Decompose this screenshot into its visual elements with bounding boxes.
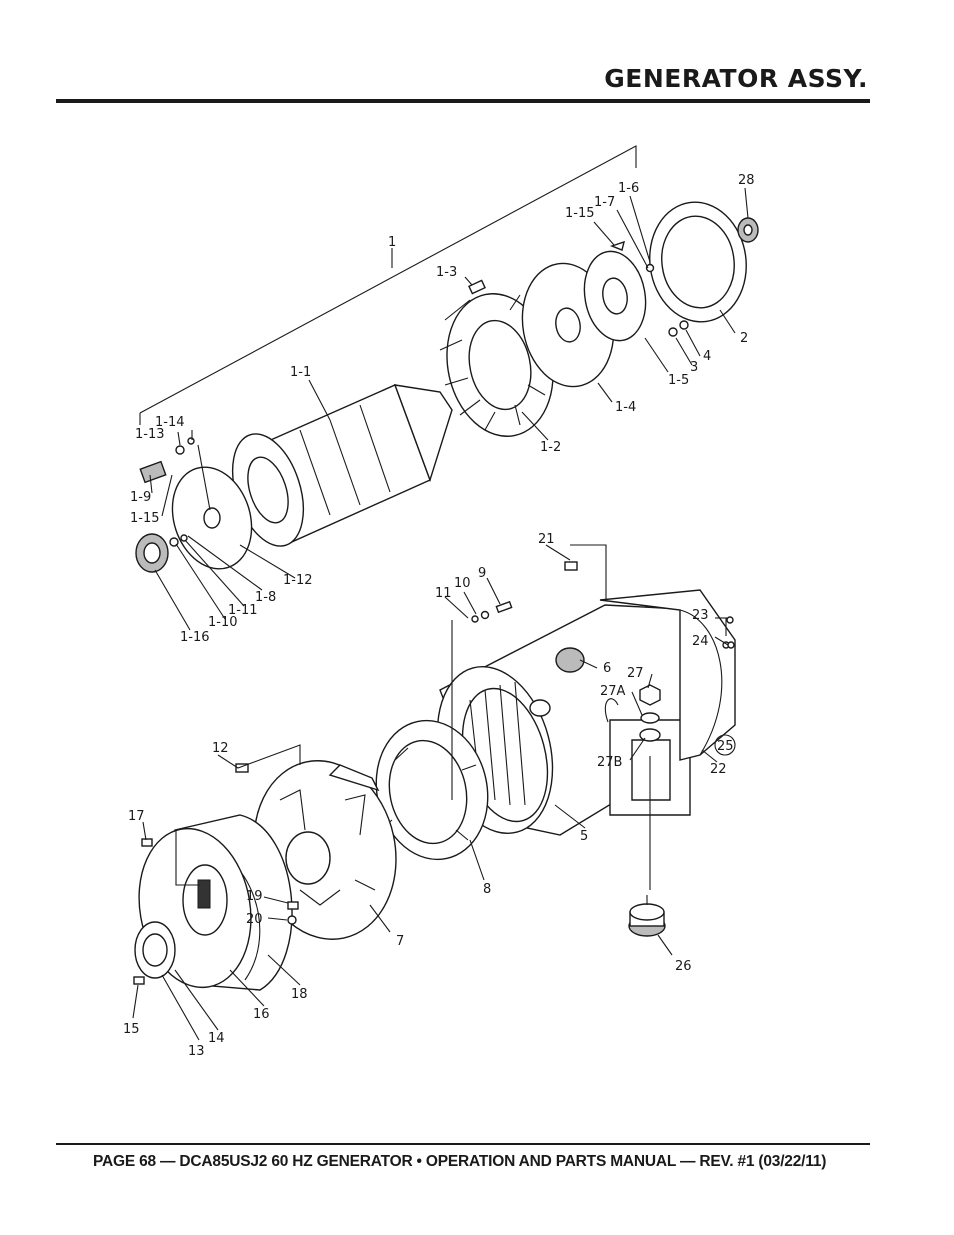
callout-1-9: 1-9: [130, 490, 151, 505]
coupling-plate-shape: [583, 250, 647, 342]
callout-21: 21: [538, 532, 555, 547]
callout-17: 17: [128, 809, 145, 824]
vibration-mount-shape: [628, 895, 666, 937]
callout-20: 20: [246, 912, 263, 927]
callout-23: 23: [692, 608, 709, 623]
callout-27: 27: [627, 666, 644, 681]
callout-6: 6: [603, 661, 611, 676]
leader-lines: [132, 187, 749, 1041]
callout-1-2: 1-2: [540, 440, 561, 455]
callout-15: 15: [123, 1022, 140, 1037]
callout-4: 4: [703, 349, 711, 364]
callout-1-15-top: 1-15: [565, 206, 595, 221]
callout-5: 5: [580, 829, 588, 844]
callout-16: 16: [253, 1007, 270, 1022]
callout-1-13: 1-13: [135, 427, 165, 442]
footer-rule: [56, 1143, 870, 1145]
callout-25-circle: [714, 734, 736, 756]
assembly-bracket-1: [139, 145, 637, 425]
callout-1-10: 1-10: [208, 615, 238, 630]
callout-1-1: 1-1: [290, 365, 311, 380]
callout-28: 28: [738, 173, 755, 188]
callout-1-8: 1-8: [255, 590, 276, 605]
callout-19: 19: [246, 889, 263, 904]
callout-26: 26: [675, 959, 692, 974]
callout-labels: 1 1-1 1-2 1-3 1-4 1-5 1-6 1-7 1-15 28 2 …: [123, 173, 755, 1059]
callout-14: 14: [208, 1031, 225, 1046]
page-title: GENERATOR ASSY.: [604, 64, 868, 93]
callout-1-5: 1-5: [668, 373, 689, 388]
callout-10: 10: [454, 576, 471, 591]
callout-25: 25: [717, 739, 734, 754]
callout-11: 11: [435, 586, 452, 601]
end-cover-shape: [134, 814, 293, 991]
callout-2: 2: [740, 331, 748, 346]
page-footer: PAGE 68 — DCA85USJ2 60 HZ GENERATOR • OP…: [93, 1153, 827, 1170]
bearing-shape: [737, 217, 759, 243]
callout-24: 24: [692, 634, 709, 649]
small-parts-27: [555, 647, 661, 742]
fastener-shapes: [175, 240, 689, 455]
adapter-ring-shape: [649, 201, 747, 323]
header-rule: [56, 99, 870, 103]
callout-27a: 27A: [600, 684, 626, 699]
callout-1-3: 1-3: [436, 265, 457, 280]
exciter-stator-shape: [375, 719, 489, 861]
callout-1-7: 1-7: [594, 195, 615, 210]
callout-12: 12: [212, 741, 229, 756]
callout-22: 22: [710, 762, 727, 777]
callout-8: 8: [483, 882, 491, 897]
callout-7: 7: [396, 934, 404, 949]
callout-13: 13: [188, 1044, 205, 1059]
callout-1-6: 1-6: [618, 181, 639, 196]
callout-1-16: 1-16: [180, 630, 210, 645]
callout-1-14: 1-14: [155, 415, 185, 430]
callout-18: 18: [291, 987, 308, 1002]
callout-1-12: 1-12: [283, 573, 313, 588]
callout-1-15-left: 1-15: [130, 511, 160, 526]
rear-housing-shape: [599, 589, 736, 761]
callout-3: 3: [690, 360, 698, 375]
rotor-shape: [231, 384, 453, 547]
callout-9: 9: [478, 566, 486, 581]
callout-1: 1: [388, 235, 396, 250]
exciter-plate-shape: [135, 460, 253, 573]
callout-27b: 27B: [597, 755, 622, 770]
lower-fasteners: [133, 561, 735, 985]
callout-1-11: 1-11: [228, 603, 258, 618]
callout-1-4: 1-4: [615, 400, 636, 415]
